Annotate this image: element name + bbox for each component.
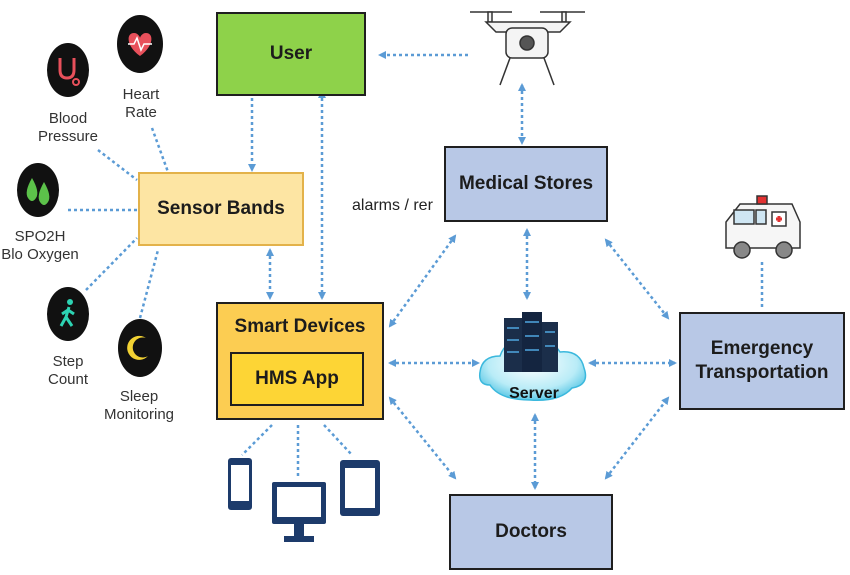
spo2-line-2: Blo Oxygen [1,246,79,263]
medical-stores-node: Medical Stores [444,146,608,222]
step-sensor-link [85,237,138,291]
spo2-label: SPO2H Blo Oxygen [0,228,80,264]
smart-devices-title: Smart Devices [234,316,366,337]
sleep-line-2: Monitoring [103,406,175,423]
drops-icon [17,163,59,217]
sleep-line-1: Sleep [119,388,159,405]
doctors-emergency-connector [604,396,670,480]
spo2-line-1: SPO2H [14,228,66,245]
heart-rate-label: Heart Rate [112,86,170,122]
smart-devices-node: Smart Devices HMS App [216,302,384,420]
blood-pressure-label: Blood Pressure [30,110,106,146]
heart-rate-line-1: Heart [122,86,160,103]
stethoscope-icon [47,43,89,97]
heart-rate-line-2: Rate [125,104,157,121]
medical-emergency-connector [604,238,670,320]
tablet-icon [340,460,380,516]
sensor-bands-node: Sensor Bands [138,172,304,246]
emergency-line-1: Emergency [710,338,814,360]
moon-icon [118,319,162,377]
heart-icon [117,15,163,73]
doctors-node: Doctors [449,494,613,570]
smart-tablet-link [323,424,353,456]
smart-phone-link [241,424,273,456]
walking-icon [47,287,89,341]
blood-pressure-line-1: Blood [48,110,88,127]
user-node: User [216,12,366,96]
step-count-line-2: Count [47,371,89,388]
alarms-annotation: alarms / rer [352,197,433,214]
smart-medical-connector [388,234,457,328]
sleep-sensor-link [138,249,160,319]
heart-sensor-link [150,127,170,173]
step-count-line-1: Step [52,353,84,370]
drone-icon [470,11,585,86]
emergency-line-2: Transportation [695,362,829,383]
emergency-transportation-node: Emergency Transportation [679,312,845,410]
hms-app-node: HMS App [230,352,364,406]
server-label: Server [509,385,559,402]
bp-sensor-link [97,149,138,181]
step-count-label: Step Count [36,353,100,389]
ambulance-icon [725,195,801,259]
blood-pressure-line-2: Pressure [37,128,99,145]
phone-icon [228,458,252,510]
monitor-icon [272,482,326,542]
sleep-monitoring-label: Sleep Monitoring [98,388,180,424]
smart-doctors-connector [388,396,457,480]
server-icon [478,312,587,401]
